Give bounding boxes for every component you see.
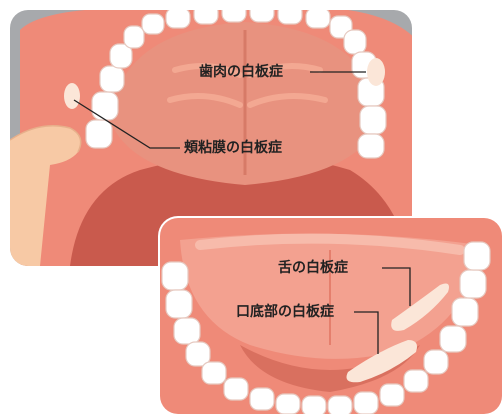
floor-leukoplakia-label: 口底部の白板症 xyxy=(236,304,334,320)
buccal-leukoplakia-patch xyxy=(64,83,80,109)
gum-leukoplakia-patch xyxy=(367,58,385,86)
buccal-leukoplakia-label: 頬粘膜の白板症 xyxy=(184,140,282,156)
tongue-leukoplakia-label: 舌の白板症 xyxy=(278,260,348,276)
gum-leukoplakia-label: 歯肉の白板症 xyxy=(199,64,283,80)
